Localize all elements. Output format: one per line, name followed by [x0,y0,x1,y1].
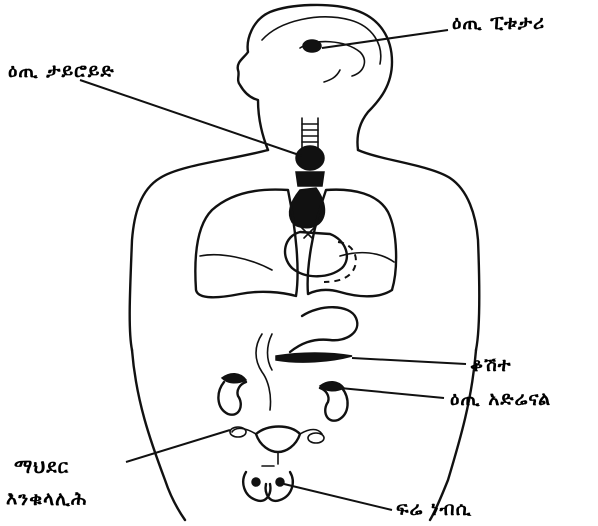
uterus-ovaries [230,427,324,465]
label-thyroid: ዕጢ ታይሮይድ [8,62,115,81]
label-adrenal: ዕጢ አድሬናል [450,390,551,409]
label-ovary-line1: ማህደር [14,458,69,477]
adrenal-glands [222,374,344,391]
leader-testes [284,484,392,510]
leader-adrenal [340,388,444,398]
leader-ovary [126,430,230,462]
label-ovary-line2: እንቁላሊሕ [6,490,87,509]
label-pituitary: ዕጢ ፒቱታሪ [452,14,545,33]
leader-lines [80,30,466,510]
body-outline [130,5,480,520]
leader-thyroid [80,80,302,156]
pancreas [276,353,352,362]
leader-pancreas [352,358,466,364]
label-testes: ፍሬ ነብሲ [396,500,472,519]
pituitary-gland [303,40,321,52]
thyroid-gland [296,118,324,186]
label-pancreas: ቆሽተ [470,356,512,375]
